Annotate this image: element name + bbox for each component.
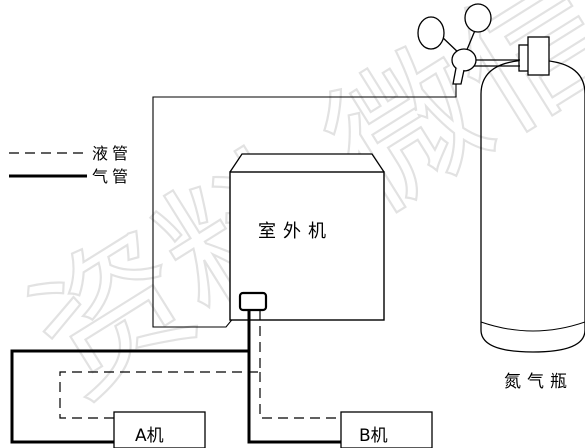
nitrogen-cylinder: 氮气瓶	[480, 36, 585, 392]
pressure-regulator	[417, 3, 520, 85]
liquid-pipe	[59, 310, 341, 419]
regulator-body	[451, 48, 477, 72]
legend-liquid-label: 液管	[92, 144, 132, 163]
indoor-unit-a: A机	[113, 411, 206, 448]
cylinder-bottom-curve	[480, 321, 585, 332]
legend-gas-label: 气管	[92, 167, 132, 186]
cylinder-body	[480, 59, 585, 353]
regulator-nozzle	[452, 67, 465, 85]
gauge-left-icon	[417, 16, 445, 50]
gauge-right-icon	[464, 3, 492, 33]
outdoor-unit-top	[229, 153, 385, 173]
gas-pipe	[10, 310, 341, 444]
service-valve	[238, 291, 268, 312]
indoor-unit-b: B机	[340, 411, 433, 448]
indoor-unit-b-box	[340, 411, 433, 448]
charging-hose	[152, 84, 457, 328]
cylinder-label: 氮气瓶	[504, 372, 573, 392]
outdoor-unit-label: 室外机	[258, 221, 333, 242]
cylinder-valve-cap	[527, 36, 550, 76]
indoor-unit-a-label: A机	[135, 426, 164, 446]
outdoor-unit: 室外机	[229, 153, 385, 321]
indoor-unit-b-label: B机	[359, 426, 388, 446]
legend: 液管 气管	[9, 144, 132, 186]
indoor-unit-a-box	[113, 411, 206, 448]
